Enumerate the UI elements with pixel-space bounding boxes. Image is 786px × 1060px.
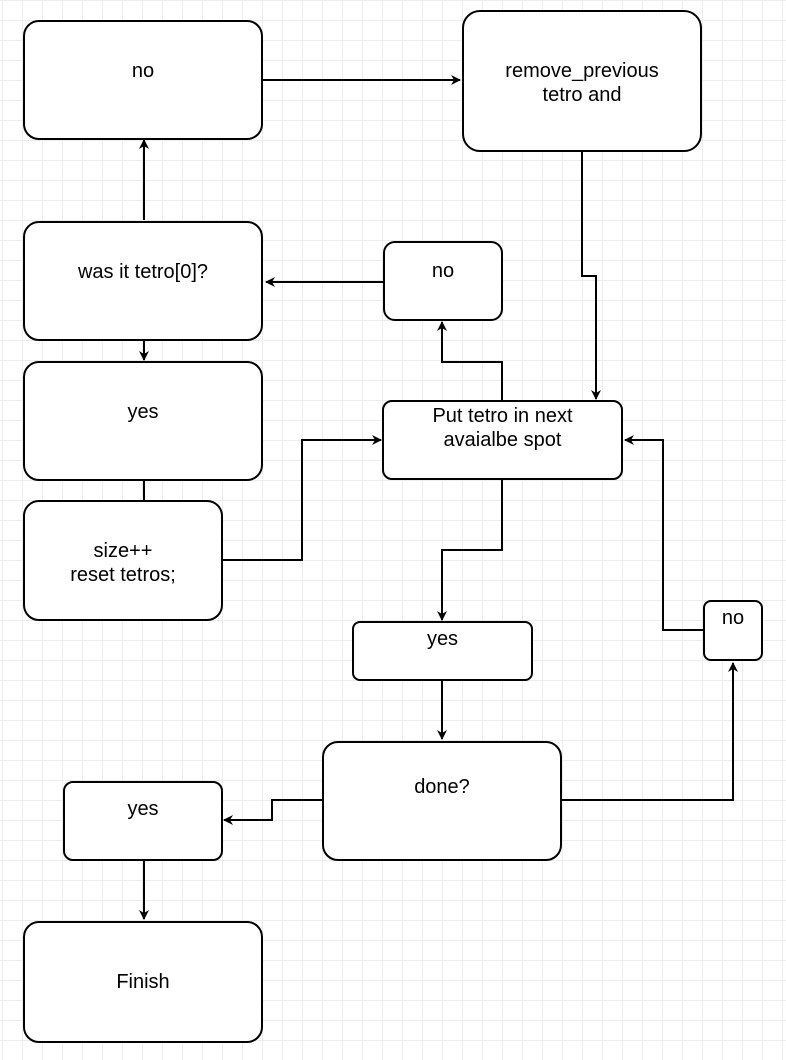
node-was-it-tetro0: was it tetro[0]? (23, 221, 263, 341)
node-yes-left-label: yes (127, 401, 159, 423)
edge-put-to-yes-mid (437, 480, 503, 621)
node-put-tetro-label: Put tetro in next avaialbe spot (432, 405, 573, 451)
node-done: done? (322, 741, 562, 861)
edge-size-to-put (222, 435, 382, 561)
node-was-it-tetro0-label: was it tetro[0]? (77, 261, 209, 283)
node-no-top: no (23, 20, 263, 140)
node-no-top-label: no (131, 60, 155, 82)
node-yes-left: yes (23, 361, 263, 481)
edge-put-to-no-mid (437, 321, 503, 400)
node-remove-previous-label: remove_previous tetro and (505, 60, 659, 106)
node-size-reset: size++ reset tetros; (23, 500, 223, 621)
node-size-reset-label: size++ reset tetros; (70, 540, 176, 586)
edge-done-to-no-right (562, 662, 738, 801)
node-yes-bottom-label: yes (127, 798, 159, 820)
node-yes-mid-label: yes (426, 628, 459, 650)
edge-done-to-yes-bottom (223, 799, 322, 825)
node-yes-bottom: yes (63, 781, 223, 861)
node-remove-previous: remove_previous tetro and (462, 10, 702, 152)
node-no-mid: no (383, 241, 503, 321)
edge-remove-to-put (581, 152, 601, 400)
node-no-mid-label: no (431, 260, 455, 282)
node-finish-label: Finish (116, 971, 170, 993)
node-no-right: no (703, 600, 763, 661)
node-put-tetro: Put tetro in next avaialbe spot (382, 400, 623, 480)
edge-no-right-to-put (624, 435, 703, 631)
node-no-right-label: no (721, 607, 745, 629)
node-done-label: done? (414, 776, 470, 798)
node-finish: Finish (23, 921, 263, 1043)
node-yes-mid: yes (352, 621, 533, 681)
